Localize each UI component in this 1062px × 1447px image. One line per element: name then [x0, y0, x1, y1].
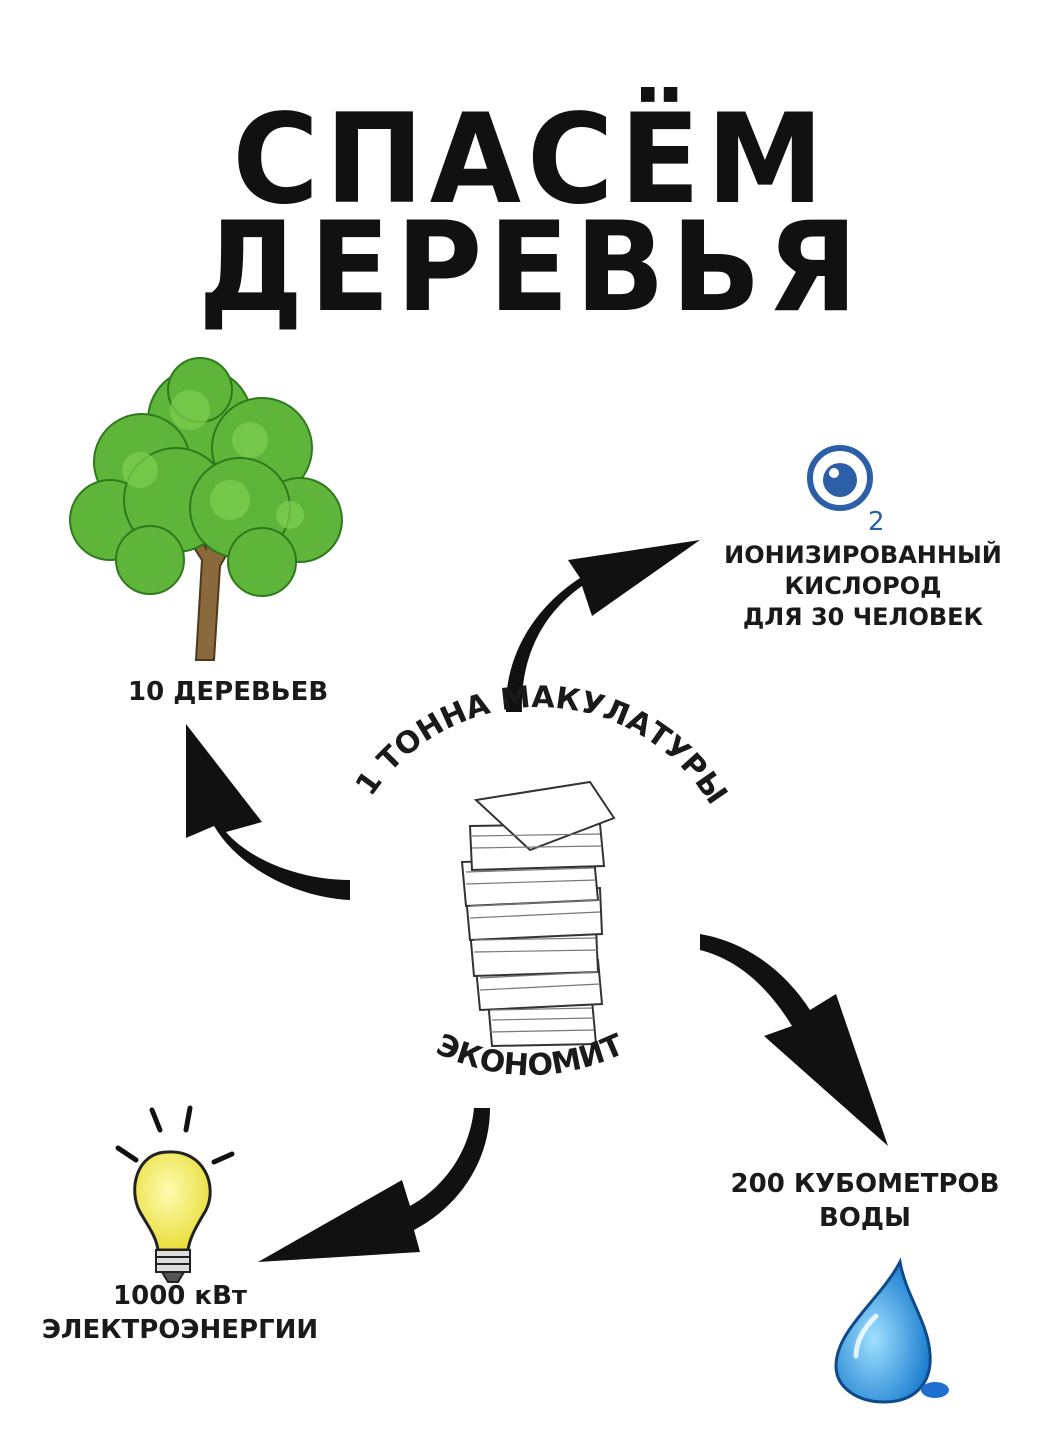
- oxygen-label: ИОНИЗИРОВАННЫЙ КИСЛОРОД ДЛЯ 30 ЧЕЛОВЕК: [718, 540, 1008, 634]
- light-bulb-icon: [115, 1105, 235, 1283]
- arrow-to-oxygen: [505, 540, 700, 712]
- oxygen-label-line-1: ИОНИЗИРОВАННЫЙ: [724, 541, 1002, 569]
- arrow-to-trees: [186, 724, 350, 900]
- o2-subscript: 2: [868, 507, 885, 537]
- trees-label-text: 10 ДЕРЕВЬЕВ: [128, 677, 329, 707]
- arrows: [186, 540, 888, 1262]
- power-label-line-1: 1000 кВт: [113, 1281, 247, 1311]
- tree-icon: [69, 357, 343, 661]
- power-label: 1000 кВт ЭЛЕКТРОЭНЕРГИИ: [30, 1280, 330, 1348]
- oxygen-label-line-3: ДЛЯ 30 ЧЕЛОВЕК: [742, 603, 984, 632]
- water-drop-icon: [834, 1257, 949, 1404]
- water-label-line-1: 200 КУБОМЕТРОВ: [730, 1169, 1000, 1199]
- arrow-to-water: [700, 934, 888, 1146]
- trees-label: 10 ДЕРЕВЬЕВ: [128, 676, 328, 710]
- title-line-2: ДЕРЕВЬЯ: [198, 194, 864, 340]
- title-line-1: СПАСЁМ: [232, 86, 830, 232]
- arrow-to-power: [258, 1108, 490, 1262]
- water-label: 200 КУБОМЕТРОВ ВОДЫ: [720, 1168, 1010, 1236]
- paper-stack-icon: [460, 780, 616, 1048]
- oxygen-label-line-2: КИСЛОРОД: [784, 572, 942, 601]
- power-label-line-2: ЭЛЕКТРОЭНЕРГИИ: [41, 1314, 319, 1345]
- oxygen-icon: 2: [807, 445, 885, 537]
- water-label-line-2: ВОДЫ: [818, 1202, 911, 1233]
